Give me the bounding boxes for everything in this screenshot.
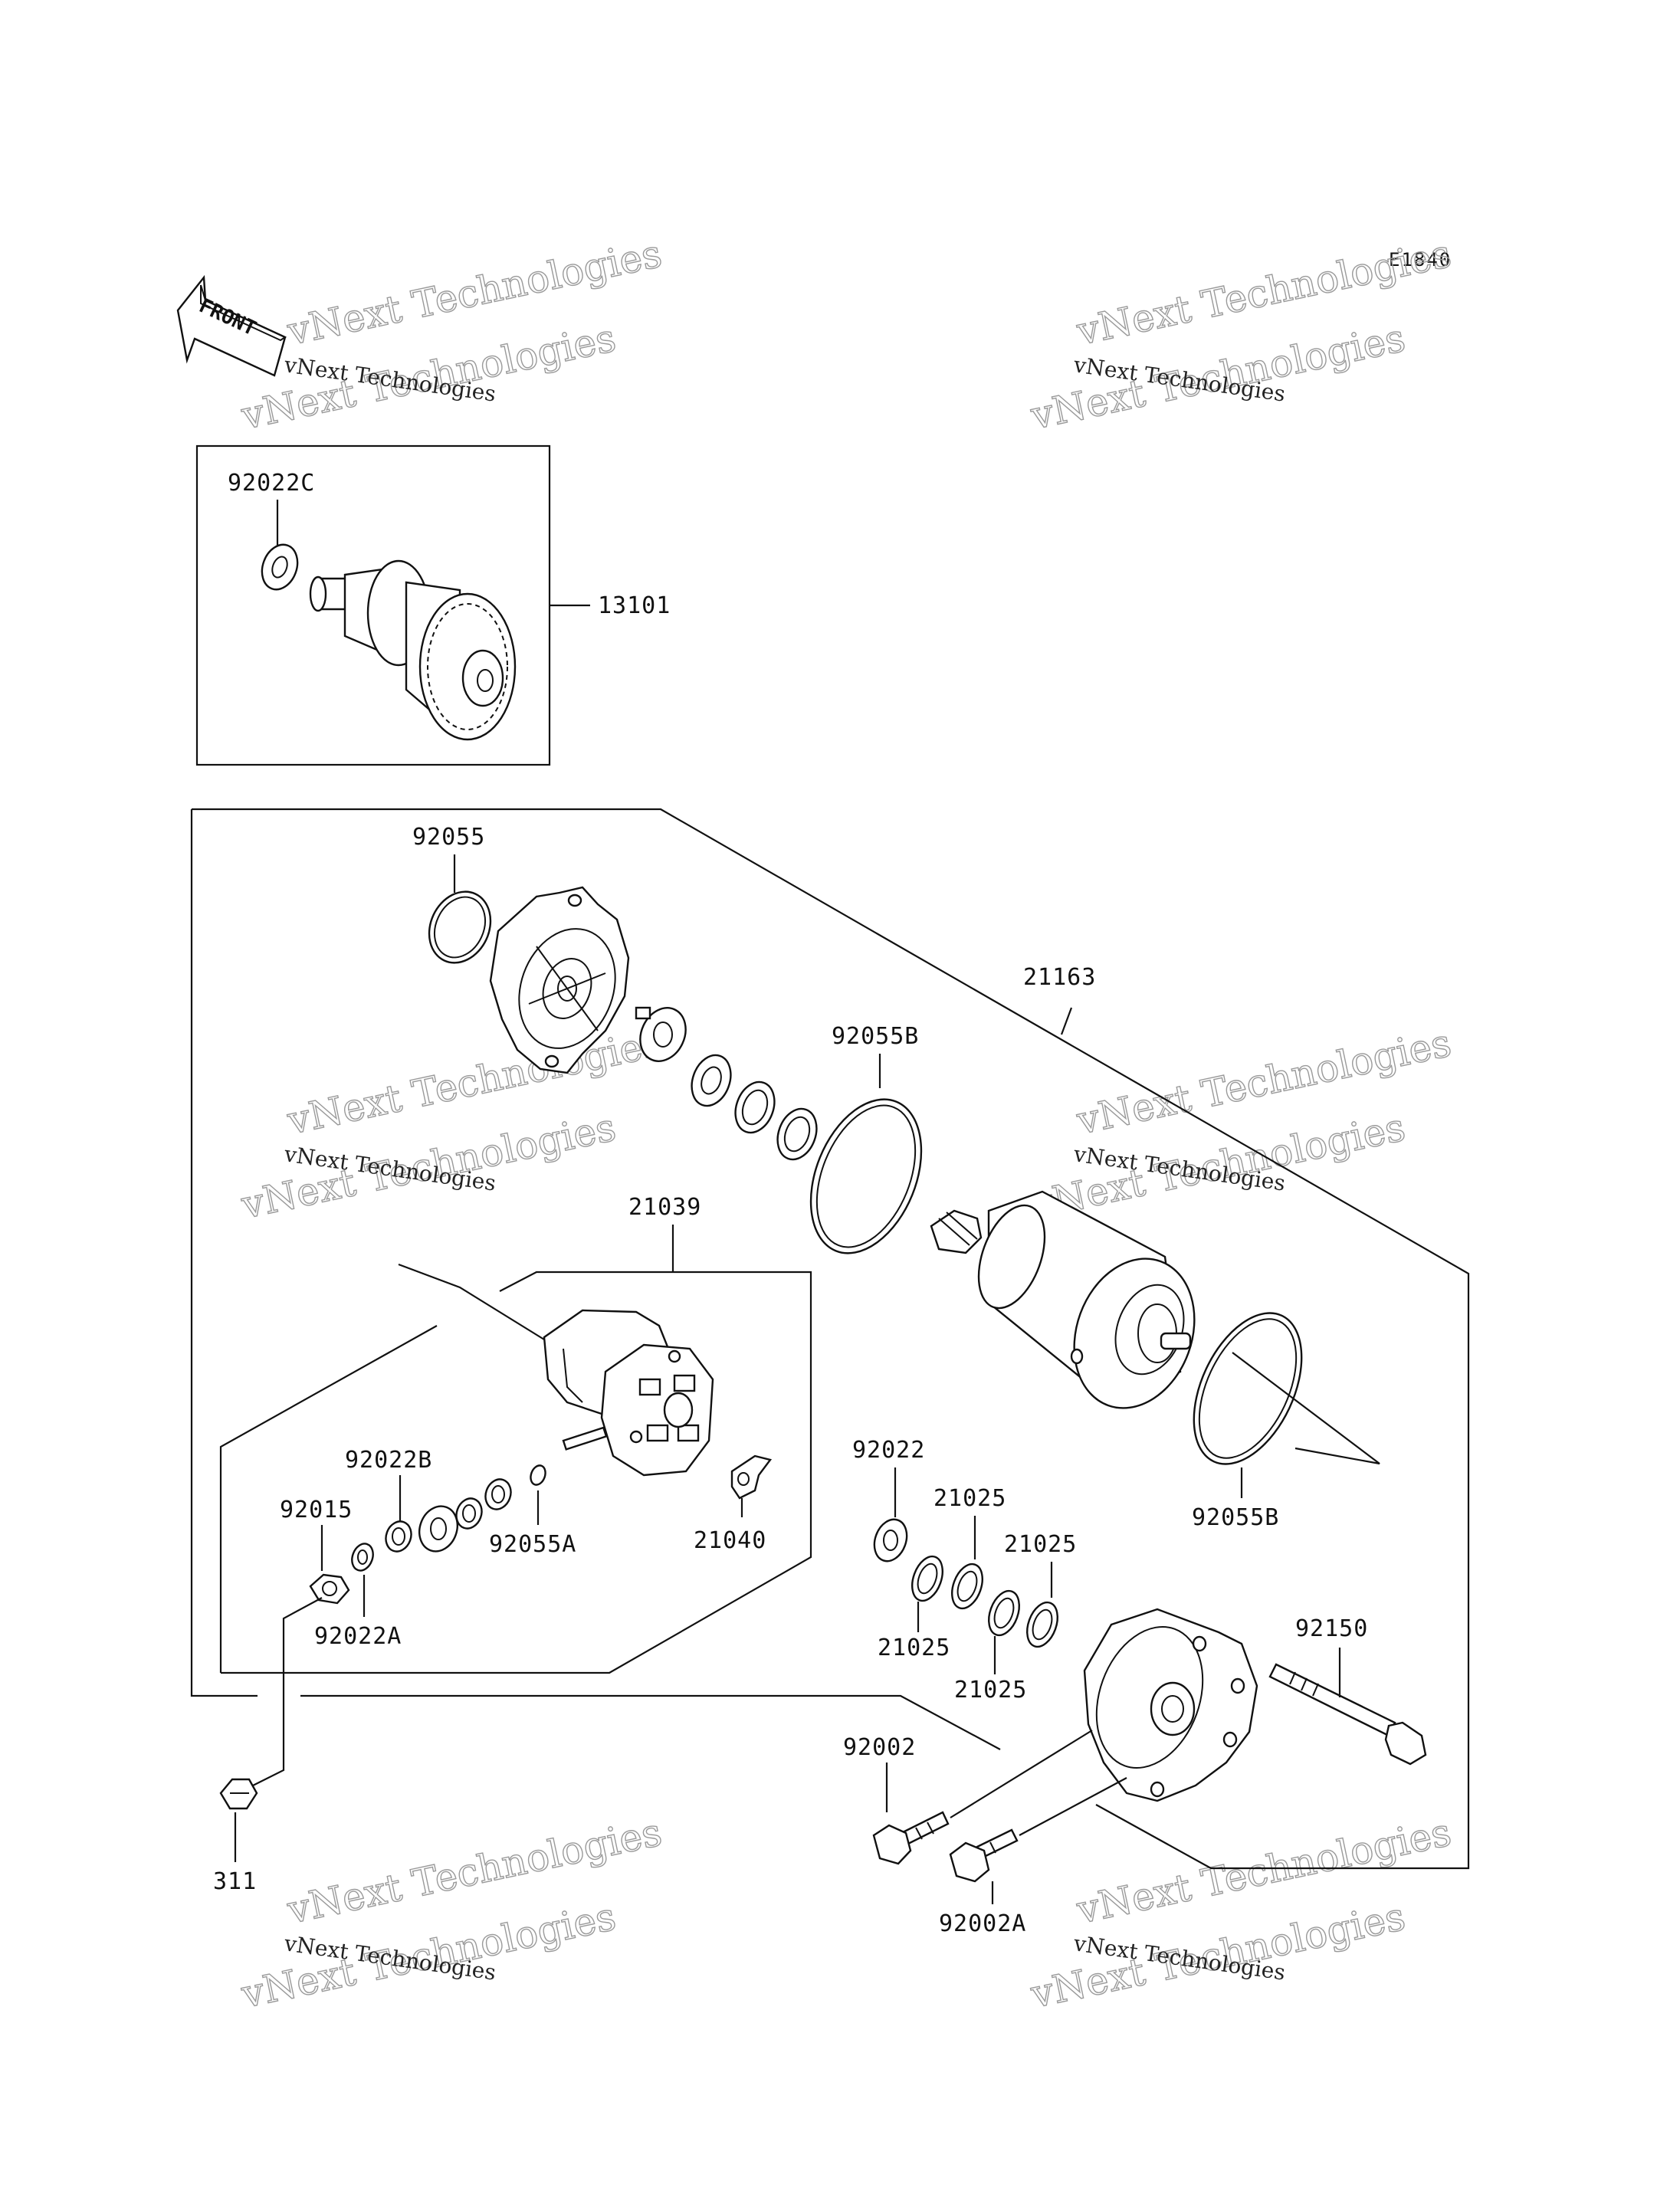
- starter-clutch-gear-icon: [309, 559, 517, 741]
- bolt-92002A-icon: [949, 1828, 1019, 1883]
- watermark-top-left: vNext Technologies vNext Technologies vN…: [237, 231, 666, 439]
- washer-stack-front-icon: [691, 1054, 818, 1161]
- label-92055B-top[interactable]: 92055B: [832, 1023, 919, 1050]
- label-311[interactable]: 311: [213, 1868, 257, 1895]
- bolt-92002-icon: [872, 1811, 950, 1865]
- armature-yoke-icon: [930, 1190, 1196, 1409]
- nut-92015-icon: [309, 1573, 350, 1605]
- rear-cover-icon: [1083, 1608, 1258, 1802]
- label-92022B[interactable]: 92022B: [345, 1447, 432, 1474]
- watermark-top-right: vNext Technologies vNext Technologies vN…: [1026, 231, 1455, 439]
- label-21025-d[interactable]: 21025: [954, 1677, 1027, 1703]
- nut-311-icon: [219, 1778, 258, 1810]
- o-ring-92055B-top-icon: [809, 1098, 923, 1254]
- label-92002[interactable]: 92002: [843, 1734, 916, 1761]
- brush-holder-icon: [543, 1309, 714, 1477]
- washers-21025-icon: [911, 1555, 1058, 1648]
- front-cover-icon: [489, 886, 630, 1074]
- label-92055A[interactable]: 92055A: [489, 1531, 576, 1558]
- label-92022A[interactable]: 92022A: [314, 1623, 402, 1650]
- bolt-92150-icon: [1268, 1663, 1427, 1766]
- o-ring-92055A-icon: [530, 1464, 546, 1486]
- label-92022C[interactable]: 92022C: [228, 470, 315, 497]
- label-92055B-bottom[interactable]: 92055B: [1192, 1504, 1279, 1531]
- washer-92022C-icon: [261, 543, 299, 591]
- washer-92022B-icon: [385, 1478, 512, 1553]
- label-92015[interactable]: 92015: [280, 1497, 353, 1523]
- o-ring-92055B-bottom-icon: [1193, 1312, 1303, 1465]
- watermark-bottom-left: vNext Technologies vNext Technologies vN…: [237, 1809, 666, 2018]
- washer-92022A-icon: [351, 1543, 374, 1572]
- label-21039[interactable]: 21039: [628, 1194, 701, 1221]
- label-92055[interactable]: 92055: [412, 824, 485, 851]
- front-arrow-icon: FRONT: [176, 274, 287, 377]
- frame-21163: [192, 808, 1470, 1870]
- watermark-middle-left: vNext Technologies vNext Technologies vN…: [237, 1020, 666, 1228]
- lock-plate-icon: [635, 1006, 687, 1062]
- label-21025-a[interactable]: 21025: [934, 1485, 1006, 1512]
- label-21025-b[interactable]: 21025: [1004, 1531, 1077, 1558]
- label-92002A[interactable]: 92002A: [939, 1910, 1026, 1937]
- label-21025-c[interactable]: 21025: [878, 1635, 950, 1661]
- frame-21039: [221, 1271, 812, 1674]
- label-21040[interactable]: 21040: [694, 1527, 766, 1554]
- diagram-code: E1840: [1389, 249, 1452, 271]
- label-21163[interactable]: 21163: [1023, 964, 1096, 991]
- watermark-middle-right: vNext Technologies vNext Technologies vN…: [1026, 1020, 1455, 1228]
- washer-92022-icon: [873, 1518, 908, 1562]
- label-92022[interactable]: 92022: [852, 1437, 925, 1464]
- terminal-bolt-icon: [562, 1426, 608, 1451]
- label-13101[interactable]: 13101: [598, 592, 671, 619]
- label-92150[interactable]: 92150: [1295, 1615, 1368, 1642]
- terminal-21040-icon: [730, 1454, 773, 1500]
- watermark-bottom-right: vNext Technologies vNext Technologies vN…: [1026, 1809, 1455, 2018]
- o-ring-92055-icon: [428, 890, 492, 964]
